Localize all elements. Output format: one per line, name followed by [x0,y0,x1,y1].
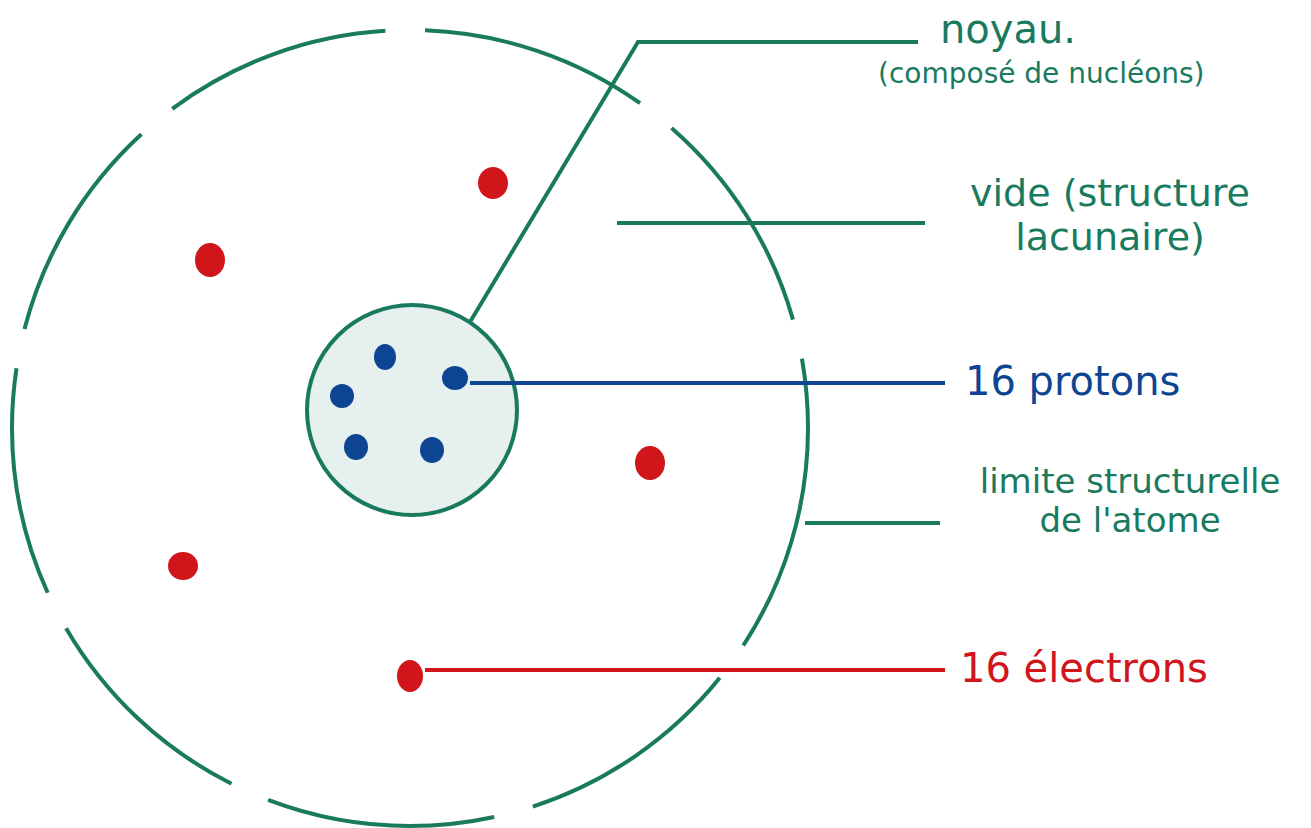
part-name: noyau. [940,6,1240,52]
part-note: (composé de nucléons) [878,58,1308,90]
part-name: vide (structure lacunaire) [940,172,1280,259]
electrons [168,167,665,692]
atom-boundary [12,30,808,826]
nucleus [307,305,517,515]
part-name: 16 électrons [960,645,1300,691]
protons [330,344,468,463]
part-name: 16 protons [965,358,1285,404]
leader-lines [425,42,945,670]
part-name: limite structurelle de l'atome [955,462,1305,540]
